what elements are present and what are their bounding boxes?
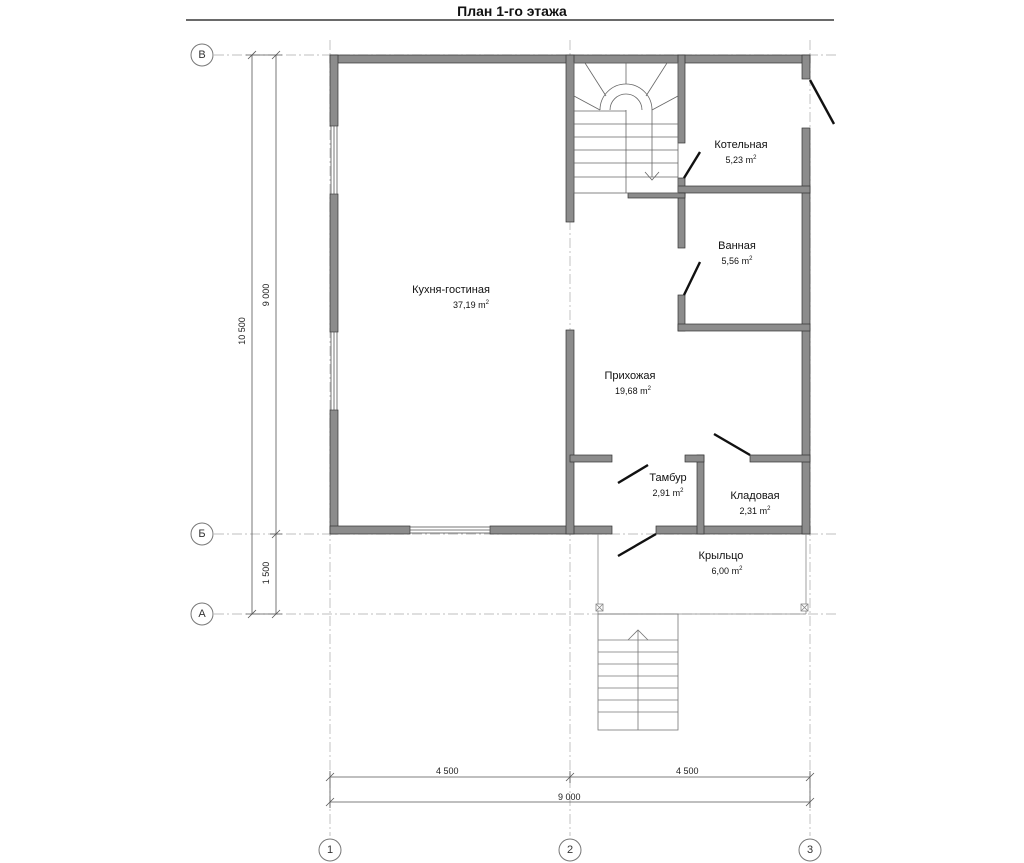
dim-right-span: 4 500 [676, 766, 699, 776]
room-name: Котельная [714, 139, 768, 151]
axis-markers [190, 43, 822, 862]
axis-label-v: В [198, 49, 206, 61]
axis-label-b: Б [198, 528, 206, 540]
room-area: 19,68 m2 [615, 386, 651, 396]
axis-label-3: 3 [806, 844, 814, 856]
room-area: 2,91 m2 [652, 488, 684, 498]
windows [330, 125, 491, 534]
interior-staircase [573, 62, 679, 194]
room-vestibule: Тамбур 2,91 m2 [638, 472, 698, 500]
dim-porch-height: 1 500 [261, 561, 271, 585]
room-porch: Крыльцо 6,00 m2 [686, 550, 756, 578]
room-name: Кухня-гостиная [412, 284, 490, 296]
vertical-dimensions [246, 50, 282, 619]
room-name: Тамбур [649, 472, 687, 484]
room-area: 5,56 m2 [721, 256, 753, 266]
exterior-staircase [597, 613, 679, 731]
room-name: Прихожая [604, 370, 656, 382]
dim-main-height: 9 000 [261, 283, 271, 307]
room-area: 6,00 m2 [711, 566, 743, 576]
axis-label-a: А [198, 608, 206, 620]
dim-total-height: 10 500 [237, 317, 247, 345]
room-boiler: Котельная 5,23 m2 [706, 139, 776, 167]
dim-left-span: 4 500 [436, 766, 459, 776]
room-storage: Кладовая 2,31 m2 [720, 490, 790, 518]
room-name: Кладовая [730, 490, 780, 502]
room-area: 2,31 m2 [739, 506, 771, 516]
walls [329, 54, 811, 535]
page-title: План 1-го этажа [457, 3, 567, 19]
room-area: 37,19 m2 [453, 300, 489, 310]
room-kitchen-living: Кухня-гостиная 37,19 m2 [398, 284, 504, 312]
room-bathroom: Ванная 5,56 m2 [702, 240, 772, 268]
dim-total-width: 9 000 [558, 792, 581, 802]
room-name: Крыльцо [698, 550, 744, 562]
room-area: 5,23 m2 [725, 155, 757, 165]
horizontal-dimensions [325, 771, 815, 808]
axis-label-2: 2 [566, 844, 574, 856]
doors [617, 79, 836, 558]
room-hallway: Прихожая 19,68 m2 [590, 370, 670, 398]
room-name: Ванная [718, 240, 756, 252]
axis-label-1: 1 [326, 844, 334, 856]
